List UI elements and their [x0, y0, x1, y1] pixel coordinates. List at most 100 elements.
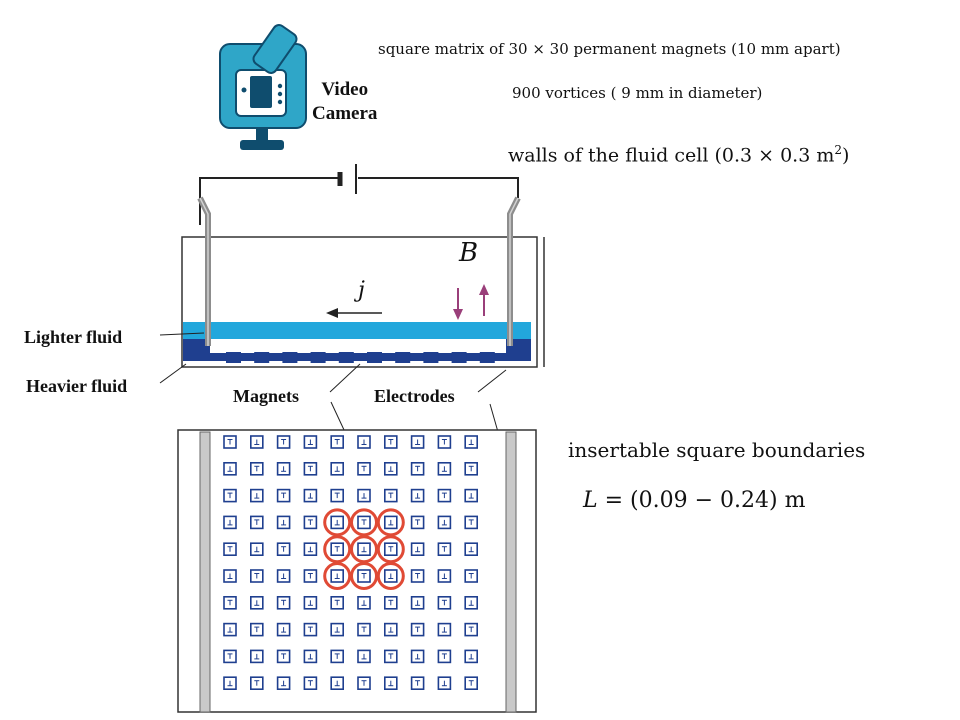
magnet-cell: [357, 676, 371, 691]
magnet-cell: [330, 488, 345, 503]
fluid-cell-side-view: [181, 236, 538, 368]
magnet-cell: [223, 461, 237, 476]
magnet-cell: [250, 649, 264, 664]
magnet-cell: [330, 542, 345, 557]
magnet-cell: [437, 461, 452, 476]
magnet-block: [338, 352, 354, 363]
magnet-cell: [437, 649, 452, 664]
magnet-cell: [437, 435, 452, 449]
magnet-cell: [437, 488, 452, 503]
magnet-cell: [330, 595, 345, 610]
magnet-cell: [276, 542, 291, 557]
magnet-cell: [437, 569, 452, 583]
vortex-ring: [323, 535, 352, 564]
magnet-cell: [223, 435, 237, 449]
magnet-cell: [330, 649, 345, 664]
magnet-cell: [250, 542, 264, 557]
magnet-cell: [276, 622, 291, 637]
vortex-ring: [376, 508, 405, 537]
magnet-grid: [223, 435, 479, 691]
magnet-cell: [437, 622, 452, 637]
magnet-cell: [410, 649, 425, 664]
left-electrode: [197, 196, 211, 346]
magnet-block: [226, 352, 241, 363]
magnet-cell: [276, 435, 291, 449]
magnet-cell: [303, 595, 318, 610]
magnet-cell: [250, 622, 264, 637]
magnet-cell: [223, 676, 237, 691]
magnet-cell: [383, 595, 398, 610]
magnet-cell: [250, 461, 264, 476]
magnet-cell: [330, 435, 345, 449]
magnet-cell: [383, 435, 398, 449]
walls-note-close: ): [842, 144, 850, 167]
magnet-cell: [250, 595, 264, 610]
vortex-ring: [350, 508, 378, 537]
magnet-cell: [223, 649, 237, 664]
magnet-cell: [330, 461, 345, 476]
camera-label: Video Camera: [312, 78, 377, 126]
lighter-fluid-layer: [183, 322, 531, 339]
magnet-cell: [223, 488, 237, 503]
magnet-cell: [250, 435, 264, 449]
heavier-fluid-label: Heavier fluid: [26, 376, 128, 396]
magnet-cell: [303, 515, 318, 530]
magnet-cell: [303, 569, 318, 583]
magnet-cell: [303, 676, 318, 691]
magnet-cell: [330, 569, 345, 583]
magnet-cell: [410, 569, 425, 583]
vortex-ring: [350, 535, 378, 564]
magnet-cell: [357, 622, 371, 637]
magnet-cell: [276, 461, 291, 476]
magnet-cell: [303, 542, 318, 557]
left-wall-strip: [199, 431, 211, 713]
magnet-cell: [383, 649, 398, 664]
magnet-cell: [464, 676, 479, 691]
magnet-block: [282, 352, 298, 363]
lighter-fluid-label: Lighter fluid: [24, 327, 123, 347]
magnet-cell: [250, 569, 264, 583]
magnet-block: [479, 352, 495, 363]
magnet-cell: [303, 622, 318, 637]
magnet-cell: [383, 676, 398, 691]
vortex-ring: [323, 508, 352, 537]
magnet-cell: [464, 435, 479, 449]
magnet-cell: [383, 488, 398, 503]
magnet-cell: [437, 515, 452, 530]
magnetic-field-arrows: [453, 284, 489, 320]
vortices-note: 900 vortices ( 9 mm in diameter): [512, 84, 763, 102]
magnet-block: [423, 352, 439, 363]
magnet-cell: [223, 515, 237, 530]
length-symbol: L: [583, 488, 598, 513]
magnet-cell: [276, 569, 291, 583]
magnet-cell: [303, 461, 318, 476]
vortex-ring: [376, 535, 405, 564]
magnet-cell: [383, 515, 398, 530]
boundaries-note: insertable square boundaries: [568, 438, 866, 462]
magnet-cell: [250, 488, 264, 503]
magnet-cell: [383, 569, 398, 583]
walls-note-exponent: 2: [834, 143, 843, 157]
vortex-ring: [323, 562, 352, 590]
magnet-cell: [276, 488, 291, 503]
current-arrow: [326, 308, 382, 318]
magnet-cell: [276, 595, 291, 610]
magnet-cell: [303, 649, 318, 664]
magnet-cell: [464, 649, 479, 664]
magnet-cell: [437, 595, 452, 610]
right-wall-strip: [505, 431, 517, 713]
walls-note: walls of the fluid cell (0.3 × 0.3 m2): [508, 143, 849, 166]
magnet-cell: [303, 435, 318, 449]
magnet-cell: [410, 488, 425, 503]
magnet-cell: [410, 622, 425, 637]
magnet-cell: [357, 515, 371, 530]
magnet-cell: [303, 488, 318, 503]
magnet-cell: [223, 622, 237, 637]
magnet-cell: [464, 542, 479, 557]
magnet-cell: [357, 569, 371, 583]
magnet-cell: [276, 515, 291, 530]
cell-floor: [210, 339, 506, 353]
magnet-cell: [464, 461, 479, 476]
